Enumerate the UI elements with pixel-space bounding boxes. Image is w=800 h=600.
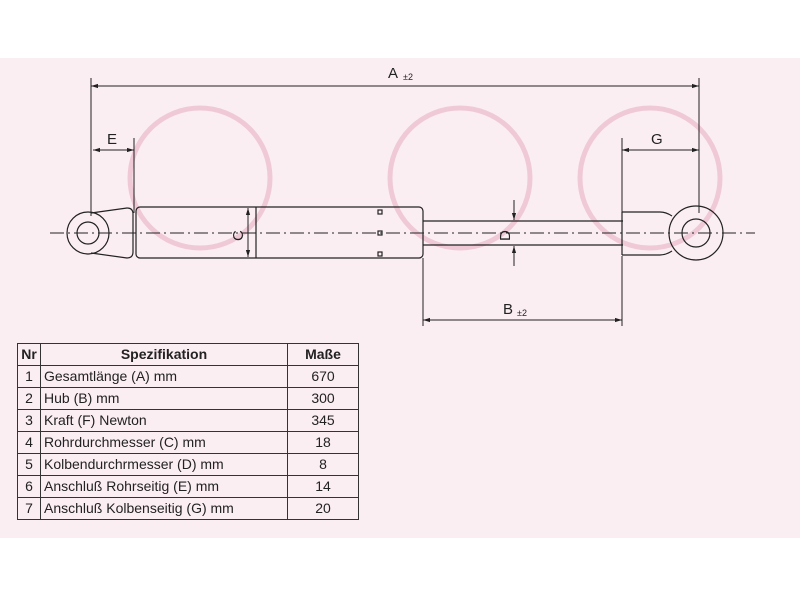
table-row: 6 Anschluß Rohrseitig (E) mm 14: [17, 475, 359, 498]
right-eye-connector: [621, 205, 724, 261]
dimension-c-label: C: [230, 230, 247, 241]
table-row: 5 Kolbendurchrmesser (D) mm 8: [17, 453, 359, 476]
row-value: 345: [287, 409, 359, 432]
row-spec: Gesamtlänge (A) mm: [40, 365, 288, 388]
row-value: 18: [287, 431, 359, 454]
gas-spring-drawing: A ±2 E G C D B ±2: [50, 65, 755, 326]
row-nr: 2: [17, 387, 41, 410]
dimension-a-label: A: [388, 65, 398, 82]
row-value: 14: [287, 475, 359, 498]
dimension-b: [422, 256, 623, 326]
row-nr: 5: [17, 453, 41, 476]
row-value: 300: [287, 387, 359, 410]
header-nr: Nr: [17, 343, 41, 366]
row-value: 670: [287, 365, 359, 388]
dimension-e-label: E: [107, 131, 117, 148]
table-row: 7 Anschluß Kolbenseitig (G) mm 20: [17, 497, 359, 520]
dimension-b-tolerance: ±2: [517, 308, 527, 318]
table-row: 4 Rohrdurchmesser (C) mm 18: [17, 431, 359, 454]
row-nr: 3: [17, 409, 41, 432]
row-value: 8: [287, 453, 359, 476]
table-row: 3 Kraft (F) Newton 345: [17, 409, 359, 432]
row-spec: Rohrdurchmesser (C) mm: [40, 431, 288, 454]
table-header-row: Nr Spezifikation Maße: [17, 343, 359, 366]
row-value: 20: [287, 497, 359, 520]
left-eye-connector: [66, 207, 134, 259]
dimension-d-label: D: [497, 230, 514, 241]
row-spec: Kraft (F) Newton: [40, 409, 288, 432]
row-nr: 1: [17, 365, 41, 388]
dimension-e: [93, 138, 135, 213]
header-value: Maße: [287, 343, 359, 366]
piston-rod: [423, 220, 623, 246]
row-spec: Anschluß Rohrseitig (E) mm: [40, 475, 288, 498]
dimension-a-tolerance: ±2: [403, 72, 413, 82]
dimension-b-label: B: [503, 301, 513, 318]
row-spec: Hub (B) mm: [40, 387, 288, 410]
table-row: 1 Gesamtlänge (A) mm 670: [17, 365, 359, 388]
watermark: [127, 105, 723, 251]
row-nr: 6: [17, 475, 41, 498]
cylinder-tube: [135, 206, 424, 259]
dimension-g-label: G: [651, 131, 663, 148]
row-spec: Kolbendurchrmesser (D) mm: [40, 453, 288, 476]
dimension-g: [621, 138, 699, 213]
dimension-a: [90, 78, 700, 216]
row-spec: Anschluß Kolbenseitig (G) mm: [40, 497, 288, 520]
row-nr: 7: [17, 497, 41, 520]
header-spec: Spezifikation: [40, 343, 288, 366]
spec-table: Nr Spezifikation Maße 1 Gesamtlänge (A) …: [17, 343, 359, 520]
row-nr: 4: [17, 431, 41, 454]
table-row: 2 Hub (B) mm 300: [17, 387, 359, 410]
